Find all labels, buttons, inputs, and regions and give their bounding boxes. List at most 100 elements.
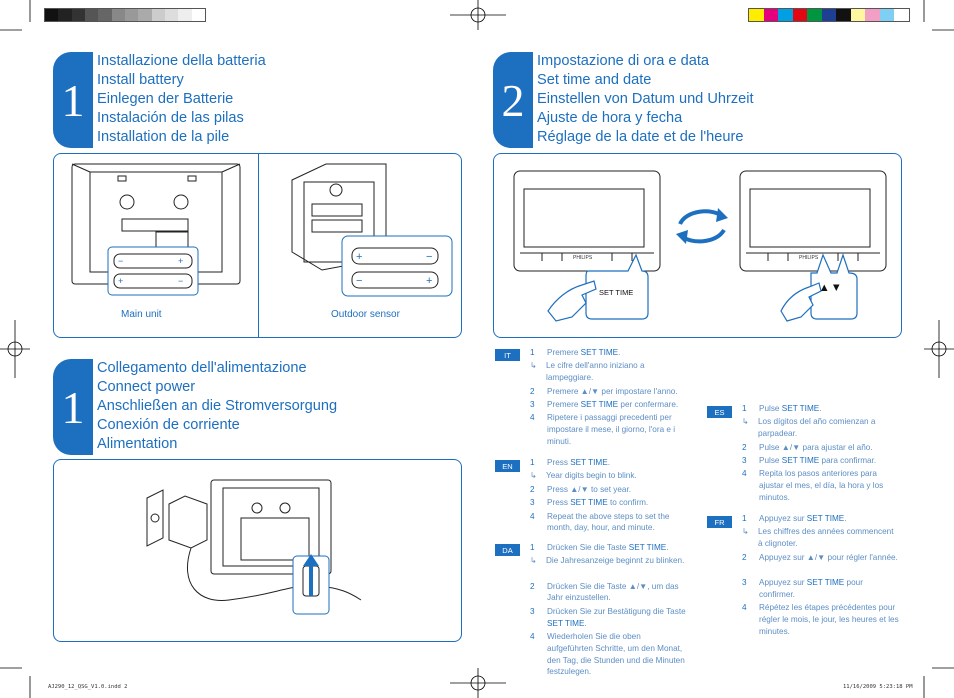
step-result-text: Le cifre dell'anno iniziano a lampeggiar… xyxy=(546,361,645,383)
button-name: SET TIME xyxy=(628,543,667,552)
step-number: 1 xyxy=(530,458,535,467)
step-text-part: Repeat the above steps to set the month,… xyxy=(547,511,670,533)
svg-text:−: − xyxy=(426,251,432,263)
heading-line-it: Impostazione di ora e data xyxy=(537,53,709,69)
button-name: SET TIME xyxy=(781,456,820,465)
step-number: 3 xyxy=(742,456,747,465)
result-arrow-icon: ↳ xyxy=(530,471,537,481)
step-text: Wiederholen Sie die oben aufgeführten Sc… xyxy=(547,631,688,678)
language-tag-fr: FR xyxy=(707,516,732,528)
step-item: 1 Premere SET TIME. xyxy=(530,347,688,359)
heading-line-de: Anschließen an die Stromversorgung xyxy=(97,397,338,414)
heading-line-en: Install battery xyxy=(97,71,184,88)
step-result: ↳ Le cifre dell'anno iniziano a lampeggia… xyxy=(530,360,688,384)
step-text-part: Pulse ▲/▼ para ajustar el año. xyxy=(759,442,873,452)
step-item: 3 Premere SET TIME per confermare. xyxy=(530,399,688,411)
step-text: Répétez les étapes précédentes pour régl… xyxy=(759,602,900,637)
set-time-button-label[interactable]: SET TIME xyxy=(599,288,634,297)
step-text-part: Appuyez sur xyxy=(759,577,807,587)
step-number: 1 xyxy=(530,348,535,357)
time-heading: Impostazione di ora e data Set time and … xyxy=(537,52,754,147)
up-down-buttons-label[interactable]: ▲ ▼ xyxy=(821,283,840,293)
result-arrow-icon: ↳ xyxy=(742,417,749,427)
step-number: 3 xyxy=(742,577,747,587)
step-text-part: Wiederholen Sie die oben aufgeführten Sc… xyxy=(547,632,685,677)
step-number-badge: 2 xyxy=(493,52,533,148)
step-text: Press SET TIME to confirm. xyxy=(547,497,688,509)
step-text-part: Premere xyxy=(547,400,581,409)
result-arrow-icon: ↳ xyxy=(530,361,537,371)
button-name: SET TIME xyxy=(781,404,820,413)
step-text-part: Press xyxy=(547,458,571,467)
step-text: Premere SET TIME. xyxy=(547,347,688,359)
svg-text:+: + xyxy=(356,251,362,263)
heading-line-it: Installazione della batteria xyxy=(97,53,266,69)
step-text: Drücken Sie zur Bestätigung die Taste SE… xyxy=(547,606,688,630)
step-text-part: pour confirmer. xyxy=(759,577,863,599)
heading-line-de: Einlegen der Batterie xyxy=(97,90,234,107)
grayscale-bar xyxy=(44,8,206,22)
heading-line-it: Collegamento dell'alimentazione xyxy=(97,360,307,376)
set-time-callout xyxy=(547,253,649,322)
step-text-part: Press ▲/▼ to set year. xyxy=(547,484,632,494)
power-adapter-illustration xyxy=(146,479,362,615)
button-name: SET TIME xyxy=(570,458,608,467)
heading-line-fr: Réglage de la date et de l'heure xyxy=(537,128,744,145)
step-text-part: Pulse xyxy=(759,404,782,413)
step-text: Appuyez sur SET TIME pour confirmer. xyxy=(759,577,900,601)
step-number: 2 xyxy=(742,442,747,452)
step-text-part: . xyxy=(618,348,621,357)
language-tag-it: IT xyxy=(495,349,520,361)
result-arrow-icon: ↳ xyxy=(742,527,749,537)
step-text: Premere SET TIME per confermare. xyxy=(547,399,688,411)
step-number: 3 xyxy=(530,400,535,409)
step-item: 2 Drücken Sie die Taste ▲/▼, um das Jahr … xyxy=(530,581,688,605)
outdoor-sensor-caption: Outdoor sensor xyxy=(331,309,400,320)
step-text-part: Appuyez sur ▲/▼ pour régler l'année. xyxy=(759,552,898,562)
step-number: 4 xyxy=(530,632,535,641)
step-text-part: Répétez les étapes précédentes pour régl… xyxy=(759,603,899,636)
step-text: Appuyez sur SET TIME. xyxy=(759,513,900,525)
step-text-part: Drücken Sie zur Bestätigung die Taste xyxy=(547,606,686,616)
step-text-part: to confirm. xyxy=(607,498,649,508)
step-text-part: Ripetere i passaggi precedenti per impos… xyxy=(547,413,676,446)
battery-heading: Installazione della batteria Install bat… xyxy=(97,52,266,147)
step-number: 2 xyxy=(530,581,535,591)
slug-file-info: AJ290_12_QSG_V1.0.indd 2 xyxy=(48,684,128,690)
device-front-right xyxy=(739,170,887,272)
step-result-text: Les chiffres des années commencent à cli… xyxy=(758,527,894,549)
step-text-part: Drücken Sie die Taste xyxy=(547,543,629,552)
button-name: SET TIME xyxy=(806,514,845,523)
power-heading: Collegamento dell'alimentazione Connect … xyxy=(97,359,337,454)
heading-line-de: Einstellen von Datum und Uhrzeit xyxy=(537,90,754,107)
up-down-callout xyxy=(780,253,858,322)
button-name: SET TIME xyxy=(806,577,845,587)
step-text-part: Premere xyxy=(547,348,581,357)
outdoor-sensor-battery-illustration: +− −+ xyxy=(291,163,453,297)
step-result-text: Die Jahresanzeige beginnt zu blinken. xyxy=(546,556,685,566)
language-tag-en: EN xyxy=(495,460,520,472)
step-item: 2 Pulse ▲/▼ para ajustar el año. xyxy=(742,442,900,454)
step-text: Premere ▲/▼ per impostare l'anno. xyxy=(547,386,688,398)
step-text-part: . xyxy=(844,514,847,523)
heading-line-fr: Installation de la pile xyxy=(97,128,230,145)
heading-line-en: Connect power xyxy=(97,378,196,395)
step-number: 4 xyxy=(530,413,535,423)
svg-text:+: + xyxy=(178,256,183,266)
step-item: 4 Ripetere i passaggi precedenti per impo… xyxy=(530,412,688,447)
step-result-text: Year digits begin to blink. xyxy=(546,471,637,481)
svg-text:−: − xyxy=(178,276,183,286)
step-text-part: Appuyez sur xyxy=(759,514,807,523)
step-text-part: Drücken Sie die Taste ▲/▼, um das Jahr e… xyxy=(547,581,679,603)
button-name: SET TIME xyxy=(547,618,585,628)
